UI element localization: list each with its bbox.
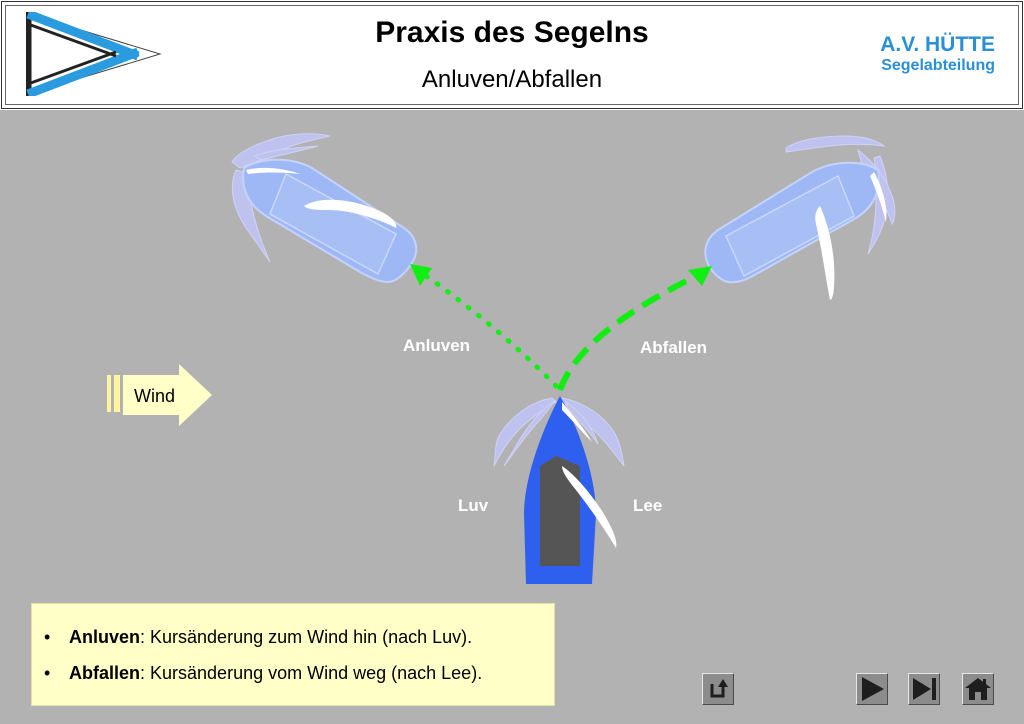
definition-text: : Kursänderung zum Wind hin (nach Luv). xyxy=(140,627,473,647)
definition-term: Abfallen xyxy=(69,663,141,683)
header-bar xyxy=(1,1,1023,109)
wind-arrow xyxy=(107,364,212,426)
anluven-label: Anluven xyxy=(403,336,471,355)
play-icon xyxy=(862,677,884,701)
skip-end-button[interactable] xyxy=(908,673,940,705)
return-icon xyxy=(710,679,728,698)
header-frame xyxy=(5,5,1019,105)
definition-item: Anluven: Kursänderung zum Wind hin (nach… xyxy=(32,626,554,648)
boat-current-jib xyxy=(562,402,592,442)
boat-after-anluven-sail xyxy=(304,199,397,228)
page-title: Praxis des Segelns xyxy=(375,16,649,49)
boat-after-abfallen xyxy=(704,135,896,300)
abfallen-path xyxy=(557,266,712,392)
org-division: Segelabteilung xyxy=(881,57,995,74)
definition-item: Abfallen: Kursänderung vom Wind weg (nac… xyxy=(32,662,554,684)
return-button[interactable] xyxy=(702,673,734,705)
boat-after-anluven xyxy=(231,133,418,284)
boat-current-cockpit xyxy=(540,456,580,566)
club-flag-logo xyxy=(26,12,162,96)
page-subtitle: Anluven/Abfallen xyxy=(421,66,603,93)
diagram-stage: Anluven Abfallen Luv Lee Wind Anluven: K… xyxy=(0,110,1024,724)
boat-after-anluven-jib xyxy=(246,167,300,174)
boat-after-abfallen-sail xyxy=(815,206,835,300)
boat-current xyxy=(493,396,625,584)
abfallen-label: Abfallen xyxy=(640,338,708,357)
definition-box: Anluven: Kursänderung zum Wind hin (nach… xyxy=(31,603,555,706)
home-button[interactable] xyxy=(962,673,994,705)
boat-after-abfallen-cockpit xyxy=(725,174,855,278)
sailing-diagram xyxy=(107,133,896,584)
play-button[interactable] xyxy=(856,673,888,705)
boat-current-mainsail xyxy=(562,466,617,548)
skip-end-icon xyxy=(913,678,936,700)
boat-after-anluven-wake xyxy=(231,133,331,263)
definition-text: : Kursänderung vom Wind weg (nach Lee). xyxy=(140,663,483,683)
boat-after-abfallen-jib xyxy=(870,172,887,222)
definition-list: Anluven: Kursänderung zum Wind hin (nach… xyxy=(32,626,554,684)
boat-current-wake xyxy=(493,397,625,467)
home-icon xyxy=(965,678,991,700)
org-block: A.V. HÜTTE Segelabteilung xyxy=(880,34,995,76)
luv-label: Luv xyxy=(458,496,489,515)
anluven-path xyxy=(410,264,559,389)
org-name: A.V. HÜTTE xyxy=(880,33,995,56)
lee-label: Lee xyxy=(633,496,663,515)
definition-term: Anluven xyxy=(69,627,141,647)
wind-label: Wind xyxy=(134,386,176,406)
